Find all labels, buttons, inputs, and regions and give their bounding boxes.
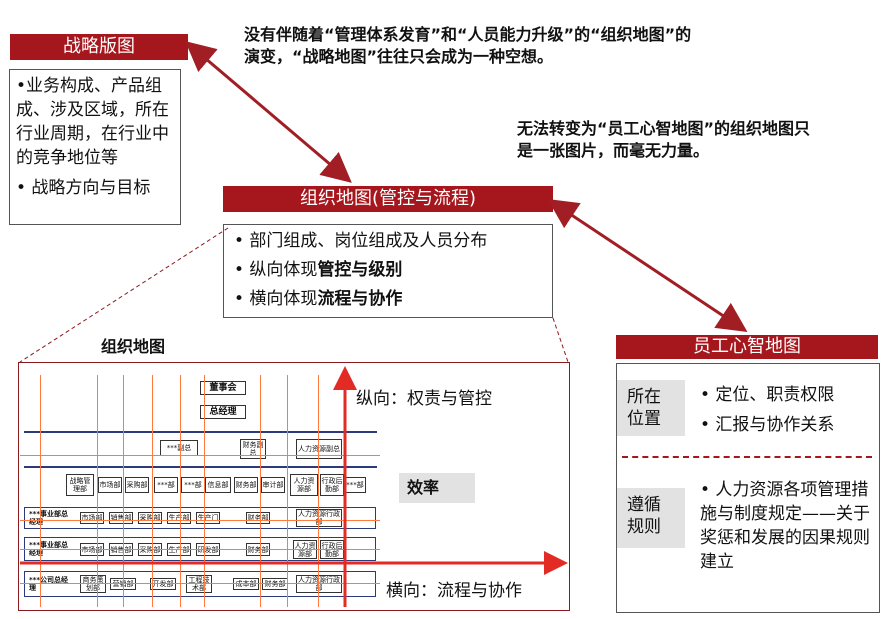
rules-label: 遵循规则 <box>617 488 685 548</box>
org-item: • 纵向体现管控与级别 <box>234 260 403 280</box>
rules-text: • 人力资源各项管理措施与制度规定——关于奖惩和发展的因果规则建立 <box>700 480 870 572</box>
efficiency-label: 效率 <box>399 473 475 503</box>
employee-title: 员工心智地图 <box>616 335 878 359</box>
dashed-divider <box>622 456 872 458</box>
strategy-box: •业务构成、产品组成、涉及区域，所在行业周期，在行业中的竞争地位等 • 战略方向… <box>9 69 181 225</box>
co-dept: 人力资源行政部 <box>296 575 342 593</box>
org-box: • 部门组成、岗位组成及人员分布 • 纵向体现管控与级别 • 横向体现流程与协作 <box>223 224 553 318</box>
strategy-title: 战略版图 <box>10 34 188 60</box>
orgmap-label: 组织地图 <box>101 337 166 356</box>
position-label: 所在位置 <box>617 380 685 436</box>
org-dept: ***部 <box>181 477 205 493</box>
mid-note: 无法转变为“员工心智地图”的组织地图只 是一张图片，而毫无力量。 <box>517 119 811 160</box>
co-dept: 商务策划部 <box>80 575 106 593</box>
dashed-zoom-right <box>552 317 569 363</box>
org-dept: 信息部 <box>205 477 231 493</box>
org-vp: 人力资源副总 <box>296 439 342 459</box>
arrow-org-employee <box>547 199 748 332</box>
bu2-label: ***事业部总经理 <box>29 541 68 557</box>
org-dept: 财务部 <box>234 477 258 493</box>
co-dept: 工程技术部 <box>186 575 212 593</box>
bu1-dept: 人力资源行政部 <box>296 509 342 527</box>
horizontal-axis-label: 横向：流程与协作 <box>386 581 522 601</box>
org-dept: 人力资源部 <box>290 474 318 496</box>
arrow-strategy-org <box>185 41 352 183</box>
vertical-axis-label: 纵向：权责与管控 <box>356 389 492 409</box>
bu1-dept: 采购部 <box>138 512 162 524</box>
bu1-dept: 生产门 <box>196 512 220 524</box>
org-dept: 审计部 <box>261 477 285 493</box>
org-dept: 市场部 <box>98 477 122 493</box>
org-dept: 采购部 <box>125 477 149 493</box>
org-dept: 战略管理部 <box>66 474 94 496</box>
bu1-label: ***事业部总经理 <box>29 510 68 526</box>
position-items: • 定位、职责权限 • 汇报与协作关系 <box>700 385 835 435</box>
bu1-dept: 财务部 <box>246 512 270 524</box>
strategy-item: • 战略方向与目标 <box>16 178 151 198</box>
bu1-dept: 生产部 <box>167 512 191 524</box>
co-dept: 成本部 <box>233 578 259 590</box>
org-item: • 部门组成、岗位组成及人员分布 <box>234 231 488 251</box>
bu1-dept: 市场部 <box>80 512 104 524</box>
org-board: 董事会 <box>200 381 246 395</box>
bu1-dept: 销售部 <box>109 512 133 524</box>
org-vp: 财务副总 <box>240 439 266 459</box>
org-gm: 总经理 <box>200 405 246 419</box>
org-item: • 横向体现流程与协作 <box>234 289 403 309</box>
co-dept: 开发部 <box>150 578 176 590</box>
dashed-zoom-left <box>19 227 229 363</box>
strategy-item: •业务构成、产品组成、涉及区域，所在行业周期，在行业中的竞争地位等 <box>16 76 169 168</box>
org-title: 组织地图(管控与流程) <box>223 186 553 212</box>
co-label: ***公司总经理 <box>29 576 68 592</box>
org-dept: ***部 <box>154 477 178 493</box>
